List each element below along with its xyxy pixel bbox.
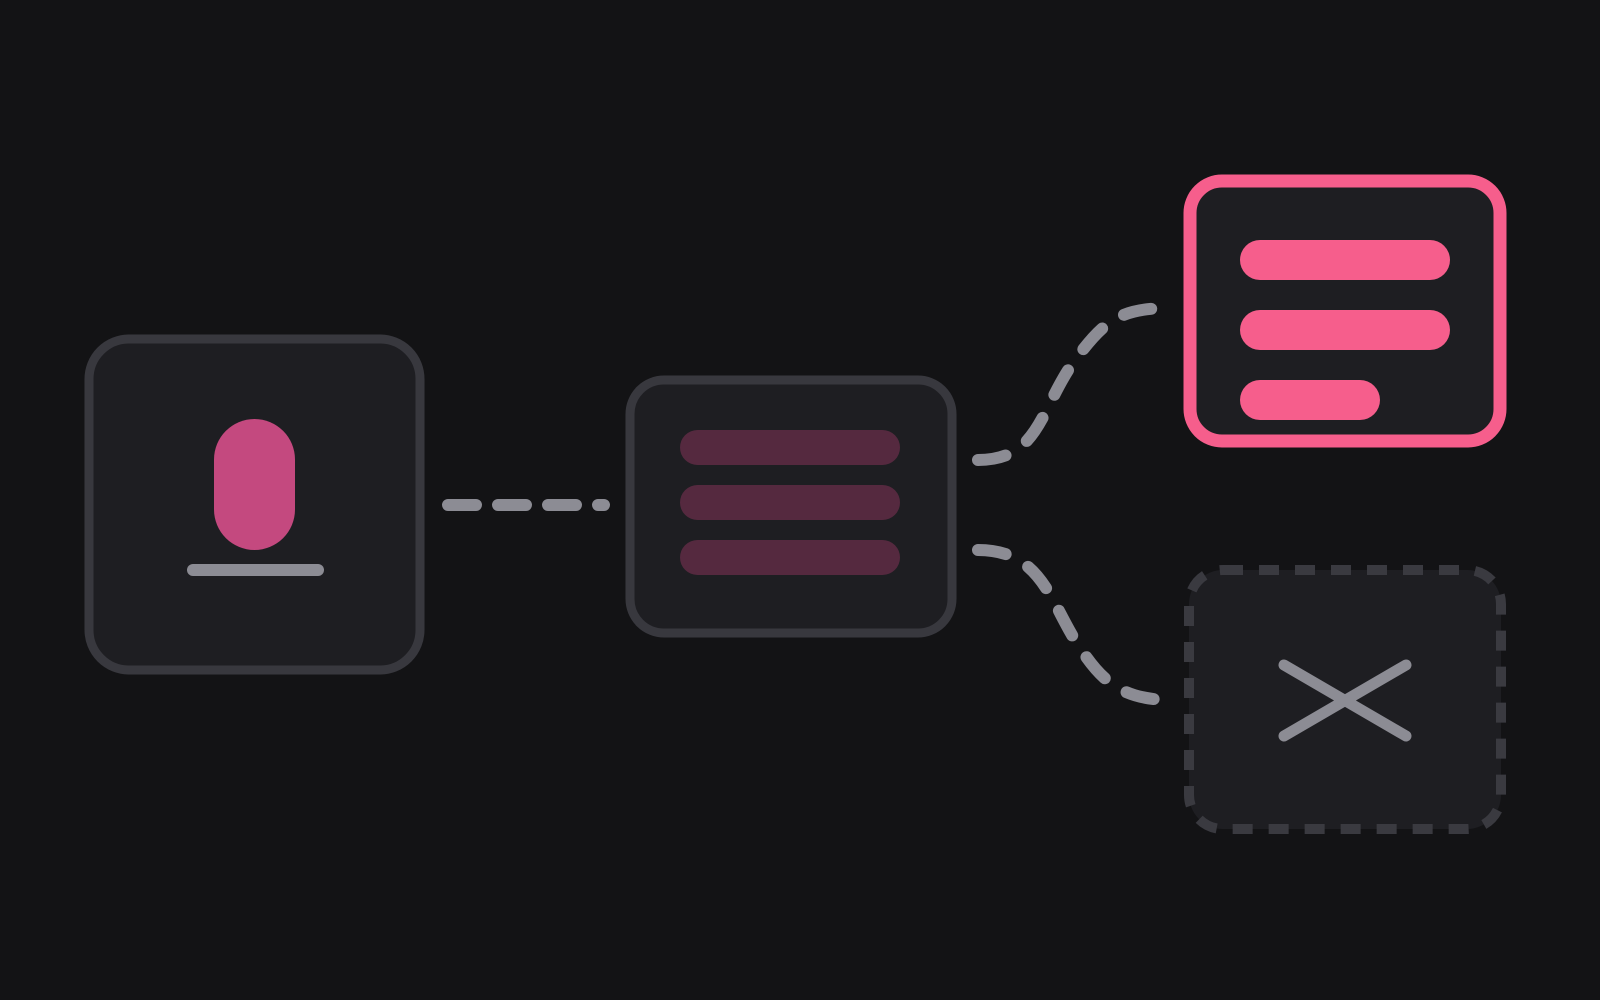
node-text-processing[interactable] xyxy=(625,375,957,638)
microphone-icon xyxy=(187,419,324,576)
connector-text-to-rejected xyxy=(972,544,1178,706)
node-output-selected[interactable] xyxy=(1183,174,1507,448)
connector-text-to-output xyxy=(972,302,1178,466)
node-rejected[interactable] xyxy=(1184,565,1506,834)
text-lines-icon xyxy=(680,430,900,575)
text-lines-icon xyxy=(1240,240,1450,420)
close-icon xyxy=(1278,659,1412,742)
node-microphone[interactable] xyxy=(84,334,425,675)
